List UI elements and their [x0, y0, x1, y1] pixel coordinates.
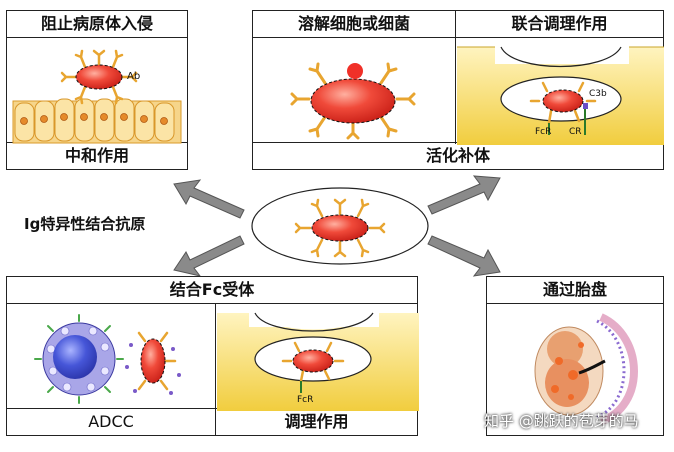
fcr-label: FcR — [535, 127, 552, 137]
fcr-label: FcR — [297, 395, 314, 405]
panel-title-right: 联合调理作用 — [511, 14, 608, 33]
panel-title: 结合Fc受体 — [7, 277, 417, 304]
panel-divider — [215, 304, 216, 435]
panel-footer: 活化补体 — [253, 142, 663, 169]
arrow-up-right — [427, 175, 501, 215]
arrow-down-left — [173, 235, 245, 277]
neutralization-illustration — [12, 49, 182, 144]
fetus-placenta-illustration — [534, 313, 638, 425]
panel-block-invasion: 阻止病原体入侵 中和作用 — [6, 10, 188, 170]
panel-placenta: 通过胎盘 — [486, 276, 664, 436]
panel-footer-row: ADCC 调理作用 — [7, 408, 417, 435]
arrow-up-left — [173, 179, 245, 219]
cr-label: CR — [569, 127, 582, 137]
fc-opsonization-illustration — [217, 309, 419, 411]
panel-title-left: 溶解细胞或细菌 — [297, 14, 410, 33]
antigen-with-antibodies — [60, 49, 138, 105]
watermark: 知乎 @跳跃的苞芽的马 — [484, 412, 639, 430]
center-side-label: Ig特异性结合抗原 — [24, 215, 146, 233]
lysis-illustration — [290, 62, 416, 140]
panel-fc-receptor: 结合Fc受体 ADCC 调理作用 — [6, 276, 419, 436]
panel-title: 通过胎盘 — [487, 277, 663, 304]
epithelium-cells — [12, 98, 182, 144]
arrow-down-right — [427, 235, 501, 277]
panel-footer-right: 调理作用 — [284, 412, 349, 431]
complement-opsonization-illustration — [457, 44, 664, 145]
c3b-label: C3b — [589, 89, 607, 99]
panel-footer-left: ADCC — [88, 412, 134, 431]
panel-title: 阻止病原体入侵 — [7, 11, 187, 38]
center-antigen-illustration — [251, 187, 429, 265]
adcc-illustration — [34, 314, 181, 404]
panel-divider — [455, 11, 456, 144]
panel-header-row: 溶解细胞或细菌 联合调理作用 — [253, 11, 663, 38]
panel-complement: 溶解细胞或细菌 联合调理作用 活化补体 — [252, 10, 664, 170]
antibody-label: Ab — [127, 71, 141, 82]
